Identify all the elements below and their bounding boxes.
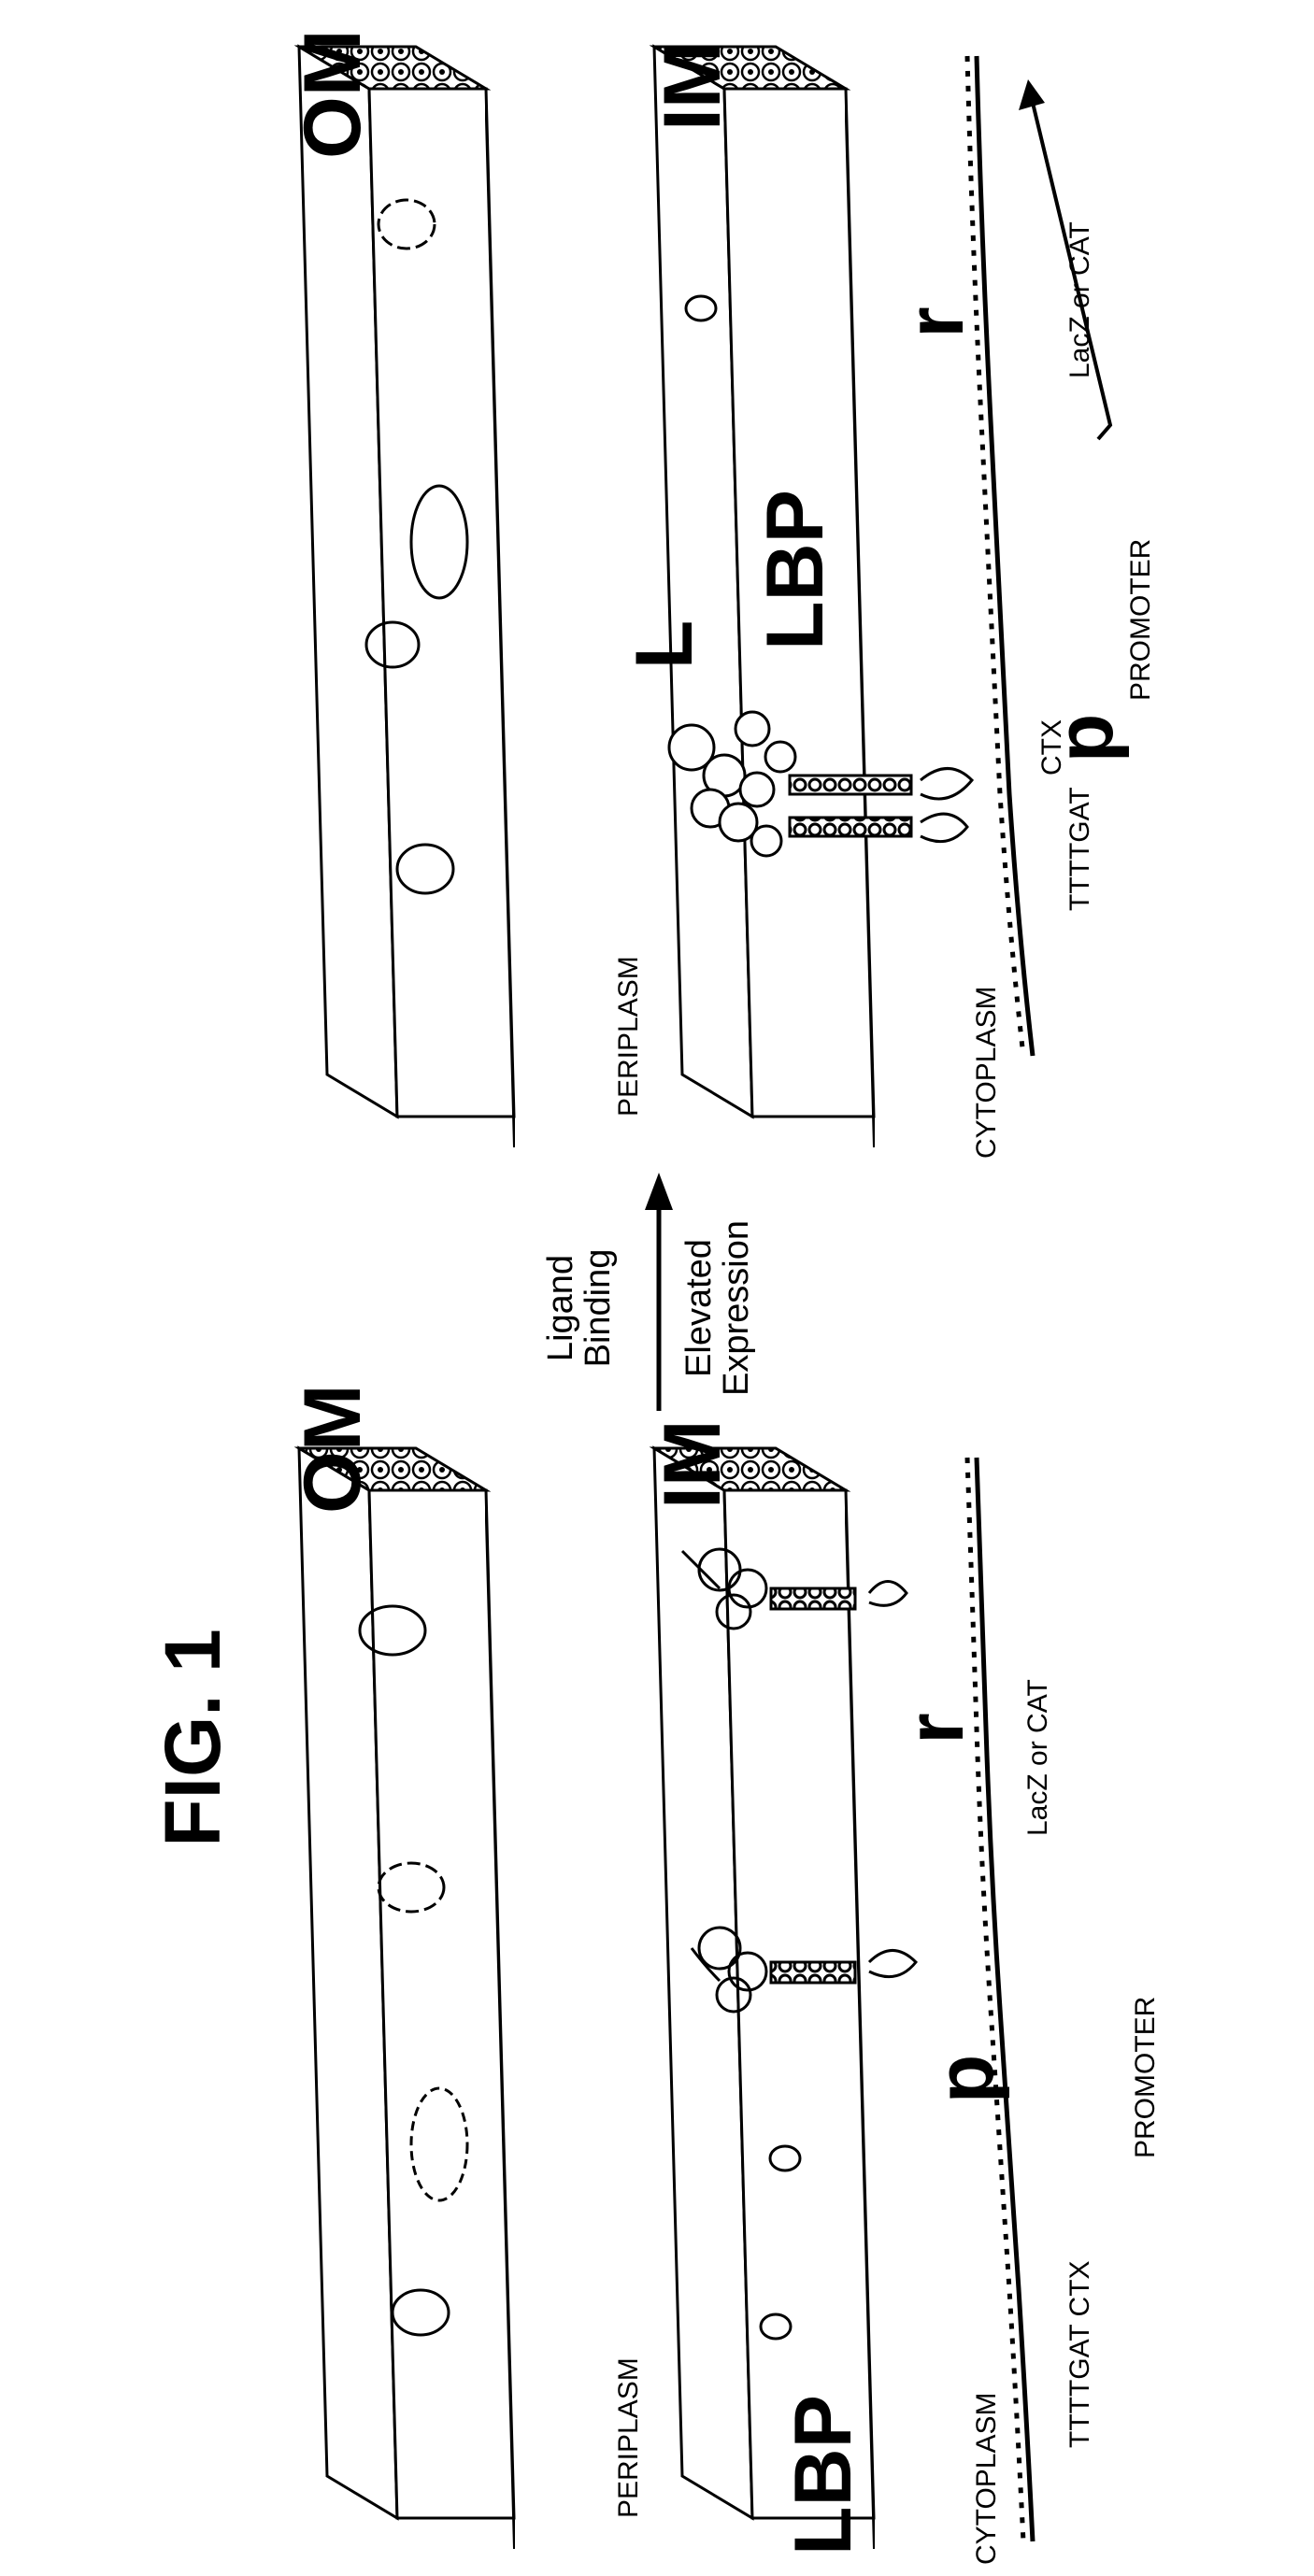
left-om-label: OM: [288, 1384, 378, 1514]
left-reporter-gene-label: LacZ or CAT: [1022, 1679, 1053, 1836]
right-im-label: IM: [648, 41, 737, 131]
arrow-label-expression: Expression: [717, 1220, 756, 1396]
right-promoter-label: PROMOTER: [1125, 539, 1156, 701]
left-lbp-label: LBP: [778, 2395, 868, 2555]
left-promoter-sequence: TTTTGAT CTX: [1064, 2260, 1095, 2448]
left-outer-membrane: [299, 1448, 514, 2549]
right-outer-membrane: [299, 47, 514, 1147]
arrow-label-ligand: Ligand: [541, 1255, 580, 1361]
arrow-label-elevated: Elevated: [679, 1239, 719, 1377]
right-reporter-gene-label: LacZ or CAT: [1064, 221, 1095, 378]
arrow-label-binding: Binding: [578, 1249, 618, 1368]
right-promoter-sequence: TTTTGAT: [1064, 787, 1095, 911]
left-im-label: IM: [648, 1419, 737, 1509]
left-periplasm-label: PERIPLASM: [613, 2357, 644, 2518]
left-reporter-r-label: r: [891, 1713, 980, 1743]
right-reporter-r-label: r: [891, 306, 980, 337]
right-panel: OM IM PERIPLASM CYTOPLASM L LBP p TTTTGA…: [288, 29, 1156, 1159]
right-ligand-label: L: [620, 620, 709, 670]
right-om-label: OM: [288, 29, 378, 159]
left-cytoplasm-label: CYTOPLASM: [971, 2393, 1002, 2566]
left-panel: OM IM PERIPLASM CYTOPLASM LBP p TTTTGAT …: [288, 1384, 1161, 2565]
left-inner-membrane: [654, 1448, 874, 2549]
left-promoter-p-label: p: [921, 2055, 1010, 2104]
left-promoter-label: PROMOTER: [1130, 1997, 1161, 2158]
right-cytoplasm-label: CYTOPLASM: [971, 987, 1002, 1160]
right-dna-strand: [967, 56, 1033, 1056]
ligand-binding-arrow: Ligand Binding Elevated Expression: [541, 1173, 756, 1411]
right-periplasm-label: PERIPLASM: [613, 956, 644, 1117]
right-ctx-label: CTX: [1036, 719, 1067, 776]
right-lbp-label: LBP: [750, 490, 840, 650]
figure-title: FIG. 1: [149, 1629, 236, 1846]
left-dna-strand: [967, 1458, 1033, 2541]
